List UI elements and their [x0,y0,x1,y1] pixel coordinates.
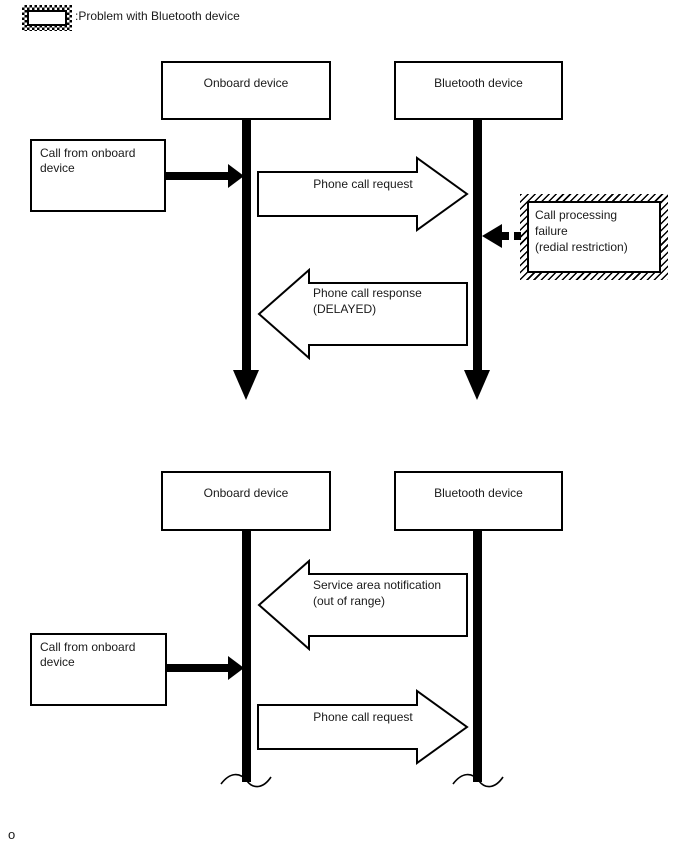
actor-label-onboard-2: Onboard device [203,486,289,500]
solid-arrow-shaft-2 [167,664,228,672]
right-block-arrow-icon [257,156,469,232]
actor-box-onboard-2: Onboard device [161,471,331,531]
lifeline-bluetooth-2 [473,529,482,782]
solid-arrow-head-icon-2 [228,656,244,680]
note-call-from-onboard-2: Call from onboard device [30,633,167,706]
lifeline-arrowhead-onboard-1 [233,370,259,400]
label-phone-call-request-1: Phone call request [313,177,413,191]
label-phone-call-request-2: Phone call request [313,710,413,724]
lifeline-onboard-2 [242,529,251,782]
lifeline-break-squiggle-onboard [220,769,272,796]
right-block-arrow-icon [257,689,469,765]
notify-label-line1: Service area notification [313,578,442,592]
actor-label-bluetooth-1: Bluetooth device [434,76,523,90]
hatched-note-inner: Call processing failure (redial restrict… [527,201,661,273]
actor-box-bluetooth-1: Bluetooth device [394,61,563,120]
block-arrow-phone-call-request-2: Phone call request [257,689,469,765]
hatched-box-icon [22,5,72,31]
response-label-line2: (DELAYED) [313,302,377,316]
solid-arrow-shaft-1 [166,172,229,180]
note-call-from-onboard-1-label: Call from onboard device [40,146,136,175]
block-arrow-phone-call-response: Phone call response (DELAYED) [257,268,469,360]
hatched-note-call-processing-failure: Call processing failure (redial restrict… [520,194,668,280]
notify-label-line2: (out of range) [313,594,386,608]
lifeline-break-squiggle-bluetooth [452,769,504,796]
lifeline-onboard-1 [242,118,251,370]
solid-arrow-head-icon-1 [228,164,244,188]
note-call-from-onboard-2-label: Call from onboard device [40,640,136,669]
dashed-arrow-head-icon [482,224,502,248]
lifeline-arrowhead-bluetooth-1 [464,370,490,400]
failure-label-line2: (redial restriction) [535,240,628,254]
actor-box-bluetooth-2: Bluetooth device [394,471,563,531]
left-block-arrow-icon [257,559,468,651]
lifeline-bluetooth-1 [473,118,482,370]
actor-label-bluetooth-2: Bluetooth device [434,486,523,500]
footer-marker: o [8,827,16,842]
note-call-from-onboard-1: Call from onboard device [30,139,166,212]
actor-label-onboard-1: Onboard device [203,76,289,90]
left-block-arrow-icon [257,268,468,360]
response-label-line1: Phone call response [313,286,422,300]
legend-swatch-inner [27,10,67,26]
block-arrow-service-area-notification: Service area notification (out of range) [257,559,469,651]
block-arrow-phone-call-request-1: Phone call request [257,156,469,232]
dashed-arrow-shaft [502,232,521,240]
legend-label: :Problem with Bluetooth device [75,9,240,23]
actor-box-onboard-1: Onboard device [161,61,331,120]
failure-label-line1: Call processing failure [535,208,618,238]
